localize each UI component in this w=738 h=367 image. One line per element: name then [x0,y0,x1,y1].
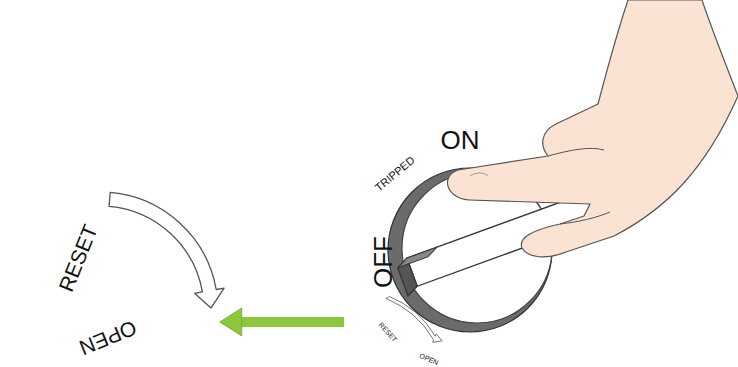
switch-label: TRIPPED [373,154,417,193]
arrow-head [220,308,242,336]
switch-label: OPEN [418,352,439,366]
switch-label: ON [441,127,480,153]
switch-label: OFF [370,236,396,288]
switch-label: RESET [55,222,101,295]
hand [448,0,738,257]
switch-label: RESET [378,321,399,343]
rotation-arrow [109,192,224,308]
switch-plate: ONTRIPPEDOFFRESETOPEN [344,92,570,360]
arrow-shaft [241,317,344,327]
fingernail [470,173,488,176]
circle-outline [26,191,224,367]
magnifier-circle: RESET OPEN [25,190,225,367]
finger-crease [560,212,610,224]
switch-label: OPEN [76,317,139,359]
pointer-arrow [220,308,344,336]
hand-outline [448,0,738,257]
handle-top [396,247,439,268]
finger-crease [548,148,604,156]
plate-outline [345,95,568,358]
